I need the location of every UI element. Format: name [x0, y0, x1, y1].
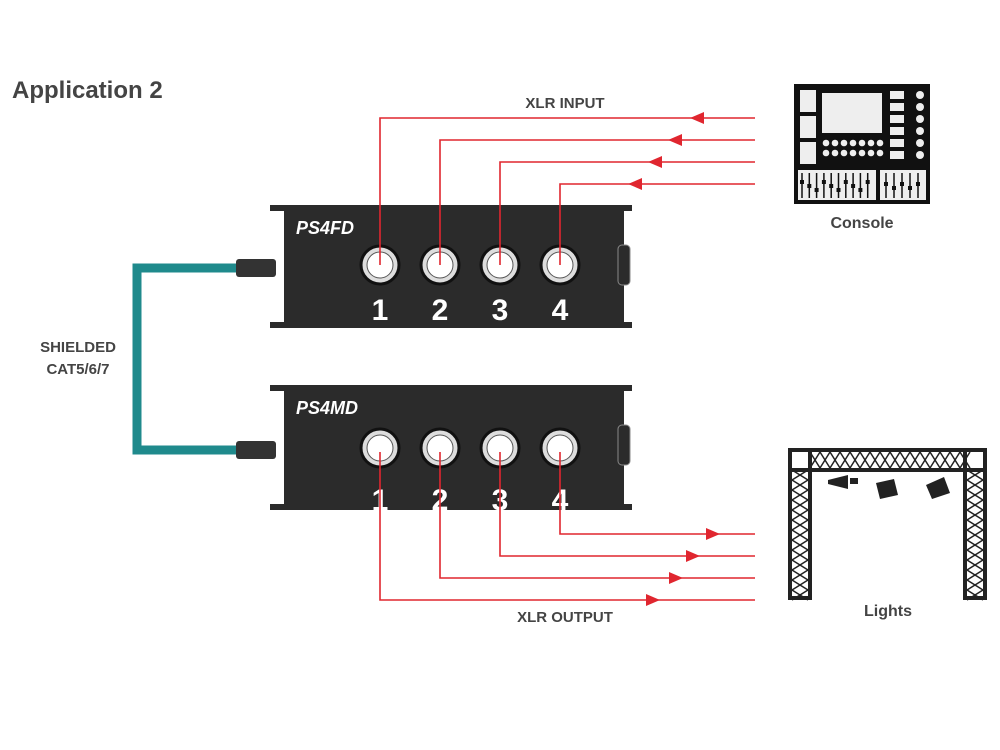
xlr-input-label: XLR INPUT: [525, 95, 604, 112]
arrow-left-icon: [690, 112, 704, 124]
arrow-left-icon: [668, 134, 682, 146]
cat-cable: [132, 263, 240, 455]
cable-label-line1: SHIELDED: [40, 339, 116, 356]
port-number: 3: [492, 294, 509, 327]
console-icon: [794, 84, 930, 204]
arrow-right-icon: [706, 528, 720, 540]
arrow-left-icon: [628, 178, 642, 190]
spotlight-icon: [926, 477, 950, 499]
port-number: 2: [432, 294, 449, 327]
xlr-output-label: XLR OUTPUT: [517, 609, 613, 626]
rj45-plug-bottom: [236, 441, 276, 459]
port-number: 1: [372, 294, 389, 327]
port-number: 4: [552, 294, 569, 327]
arrow-right-icon: [686, 550, 700, 562]
xlr-input-line: [379, 117, 755, 265]
console-label: Console: [830, 215, 893, 232]
xlr-input-line: [499, 161, 755, 265]
rj45-plug-top: [236, 259, 276, 277]
arrow-right-icon: [669, 572, 683, 584]
ps4md-model: PS4MD: [296, 398, 358, 418]
title: Application 2: [12, 77, 163, 104]
arrow-left-icon: [648, 156, 662, 168]
xlr-input-line: [439, 139, 755, 265]
ps4fd-model: PS4FD: [296, 218, 354, 238]
xlr-output-line: [499, 452, 755, 557]
spotlight-icon: [828, 475, 858, 489]
spotlight-icon: [876, 479, 898, 499]
lights-truss-icon: [788, 448, 987, 601]
xlr-output-line: [559, 452, 755, 535]
lights-label: Lights: [864, 603, 912, 620]
xlr-input-line: [559, 183, 755, 265]
arrow-right-icon: [646, 594, 660, 606]
xlr-output-line: [379, 452, 755, 601]
xlr-output-line: [439, 452, 755, 579]
cable-label-line2: CAT5/6/7: [46, 361, 109, 378]
